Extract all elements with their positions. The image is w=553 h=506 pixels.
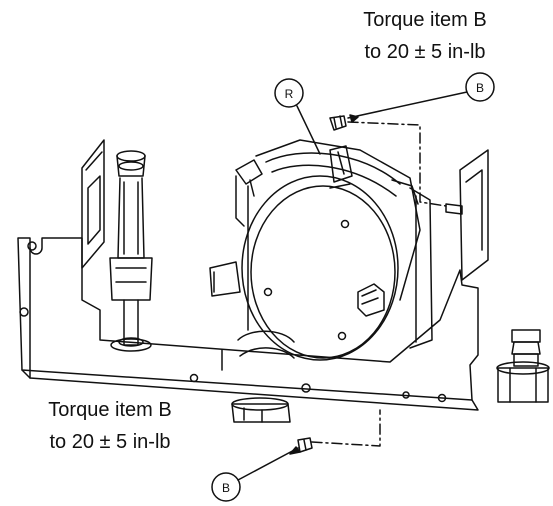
assembly-line-bottom: [311, 409, 381, 447]
valve-column: [109, 150, 153, 352]
torque-note-bottom-line2: to 20 ± 5 in-lb: [49, 431, 171, 453]
callout-b-top: B: [347, 72, 495, 123]
torque-note-bottom-line1: Torque item B: [48, 399, 172, 421]
pump-face: [250, 185, 396, 359]
bracket-right-wall: [459, 149, 489, 281]
torque-note-top: Torque item B to 20 ± 5 in-lb: [300, 4, 550, 68]
torque-note-bottom: Torque item B to 20 ± 5 in-lb: [20, 394, 200, 458]
callout-r: R: [274, 78, 321, 155]
assembly-line-top: [347, 121, 447, 207]
screw-b-top: [329, 115, 347, 131]
pump-face-rim: [241, 175, 399, 361]
torque-note-top-line2: to 20 ± 5 in-lb: [364, 41, 486, 63]
screw-b-top-installed: [445, 203, 463, 215]
callout-b-bottom: B: [211, 446, 301, 502]
callout-r-label: R: [285, 87, 294, 101]
callout-b-top-label: B: [476, 81, 484, 95]
hose-barb-fitting: [496, 329, 550, 403]
callout-b-bottom-label: B: [222, 481, 230, 495]
bracket-front-flange: [17, 237, 479, 411]
bottom-nut: [231, 397, 291, 423]
bracket-left-wall: [81, 139, 105, 269]
pump-body: [209, 139, 433, 371]
torque-note-top-line1: Torque item B: [363, 9, 487, 31]
screw-b-bottom: [297, 437, 313, 453]
